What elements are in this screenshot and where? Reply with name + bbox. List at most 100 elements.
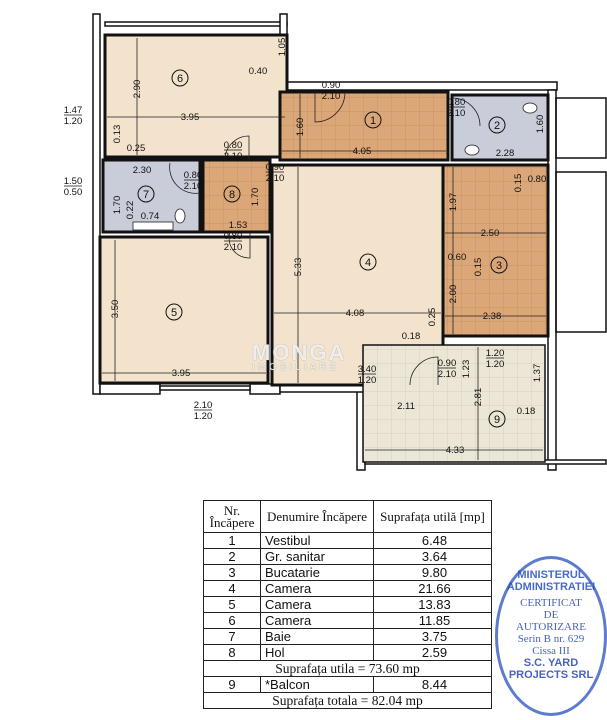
room-number-circle — [171, 69, 189, 87]
dimension-label: 0.80 — [224, 140, 243, 151]
room-number: 4 — [365, 257, 371, 269]
watermark-sub: IMOBILIARE — [252, 362, 340, 373]
room-number: 5 — [171, 307, 177, 319]
dimension-label: 2.50 — [481, 228, 500, 239]
dimension-label: 1.60 — [535, 115, 546, 134]
row-area: 3.64 — [373, 548, 492, 565]
total: Suprafața totala = 82.04 mp — [203, 692, 492, 709]
room-1 — [278, 90, 450, 162]
watermark-logo: MONGA IMOBILIARE — [252, 340, 346, 373]
dimension-label: 4.05 — [353, 146, 372, 157]
room-number-circle — [137, 185, 155, 203]
dimension-label: 2.10 — [438, 369, 457, 380]
row-name: Baie — [260, 628, 374, 645]
dimension-label: 2.10 — [224, 242, 243, 253]
room-number: 7 — [143, 189, 149, 201]
room-number-circle — [488, 410, 506, 428]
dimension-label: 2.28 — [496, 148, 515, 159]
dimension-label: 3.50 — [110, 300, 121, 319]
col-area: Suprafața utilă [mp] — [373, 500, 492, 533]
dimension-label: 1.20 — [64, 116, 83, 127]
dimension-label: 0.25 — [427, 308, 438, 327]
rooms — [98, 33, 550, 463]
row-name: *Balcon — [260, 676, 374, 693]
dimension-label: 2.00 — [448, 285, 459, 304]
bathtub-icon — [132, 221, 174, 231]
room-5 — [98, 235, 270, 385]
dimension-label: 0.40 — [249, 66, 268, 77]
dimension-label: 1.70 — [250, 188, 261, 207]
room-number-circle — [490, 256, 508, 274]
row-nr: 6 — [203, 612, 261, 629]
dimension-label: 0.80 — [184, 170, 203, 181]
dimension-label: 0.60 — [448, 252, 467, 263]
dimension-label: 0.50 — [64, 187, 83, 198]
row-area: 11.85 — [373, 612, 492, 629]
row-area: 8.44 — [373, 676, 492, 693]
dimension-label: 0.22 — [125, 201, 136, 220]
row-area: 9.80 — [373, 564, 492, 581]
dimension-label: 5.33 — [293, 258, 304, 277]
floor-plan: 2.903.950.401.050.130.251.471.202.301.70… — [64, 13, 607, 471]
dimension-label: 2.38 — [483, 311, 502, 322]
sink-icon — [464, 144, 480, 156]
row-nr: 1 — [203, 532, 261, 549]
dimension-label: 1.47 — [64, 105, 83, 116]
dimension-label: 1.60 — [295, 118, 306, 137]
room-number: 1 — [370, 115, 376, 127]
dimension-label: 4.33 — [446, 445, 465, 456]
dimension-label: 1.50 — [64, 176, 83, 187]
room-3 — [441, 163, 550, 338]
room-9 — [362, 344, 546, 463]
dimension-label: 2.10 — [266, 173, 285, 184]
room-number: 8 — [229, 189, 235, 201]
row-area: 2.59 — [373, 644, 492, 661]
row-area: 6.48 — [373, 532, 492, 549]
dimension-label: 1.20 — [486, 348, 505, 359]
stamp-line: PROJECTS SRL — [508, 669, 594, 681]
room-number-circle — [488, 116, 506, 134]
dimension-label: 2.90 — [132, 80, 143, 99]
col-name: Denumire Încăpere — [260, 500, 374, 533]
dimension-label: 2.81 — [473, 388, 484, 407]
table-header: Nr. Încăpere Denumire Încăpere Suprafața… — [203, 500, 492, 533]
door-swings — [169, 91, 481, 386]
room-number-circle — [165, 303, 183, 321]
stamp-line: DE — [543, 609, 559, 621]
row-name: Gr. sanitar — [260, 548, 374, 565]
dimension-label: 1.53 — [229, 220, 248, 231]
row-nr: 2 — [203, 548, 261, 565]
dimension-label: 1.20 — [486, 359, 505, 370]
area-table: Nr. Încăpere Denumire Încăpere Suprafața… — [203, 500, 492, 709]
row-name: Vestibul — [260, 532, 374, 549]
dimension-label: 0.80 — [224, 231, 243, 242]
dimension-label: 2.10 — [224, 151, 243, 162]
dimension-label: 0.74 — [141, 211, 160, 222]
toilet-icon — [174, 208, 186, 224]
stamp-ring-text: MINISTERUL ADMINISTRATIEI — [506, 569, 596, 593]
dimension-label: 2.10 — [447, 108, 466, 119]
sanitary-fixtures — [132, 102, 538, 231]
dimension-label: 0.90 — [438, 358, 457, 369]
room-number: 2 — [494, 120, 500, 132]
dimension-label: 0.15 — [473, 258, 484, 277]
row-nr: 7 — [203, 628, 261, 645]
dimension-label: 0.80 — [447, 97, 466, 108]
stamp-line: Cissa III — [532, 645, 570, 657]
total-row: Suprafața totala = 82.04 mp — [203, 692, 492, 709]
dimension-label: 0.15 — [513, 174, 524, 193]
dimension-label: 1.23 — [461, 360, 472, 379]
row-name: Bucatarie — [260, 564, 374, 581]
dimension-label: 4.08 — [346, 308, 365, 319]
row-nr: 5 — [203, 596, 261, 613]
row-area: 3.75 — [373, 628, 492, 645]
row-nr: 3 — [203, 564, 261, 581]
dimension-label: 1.37 — [532, 364, 543, 383]
col-nr: Nr. Încăpere — [203, 500, 261, 533]
